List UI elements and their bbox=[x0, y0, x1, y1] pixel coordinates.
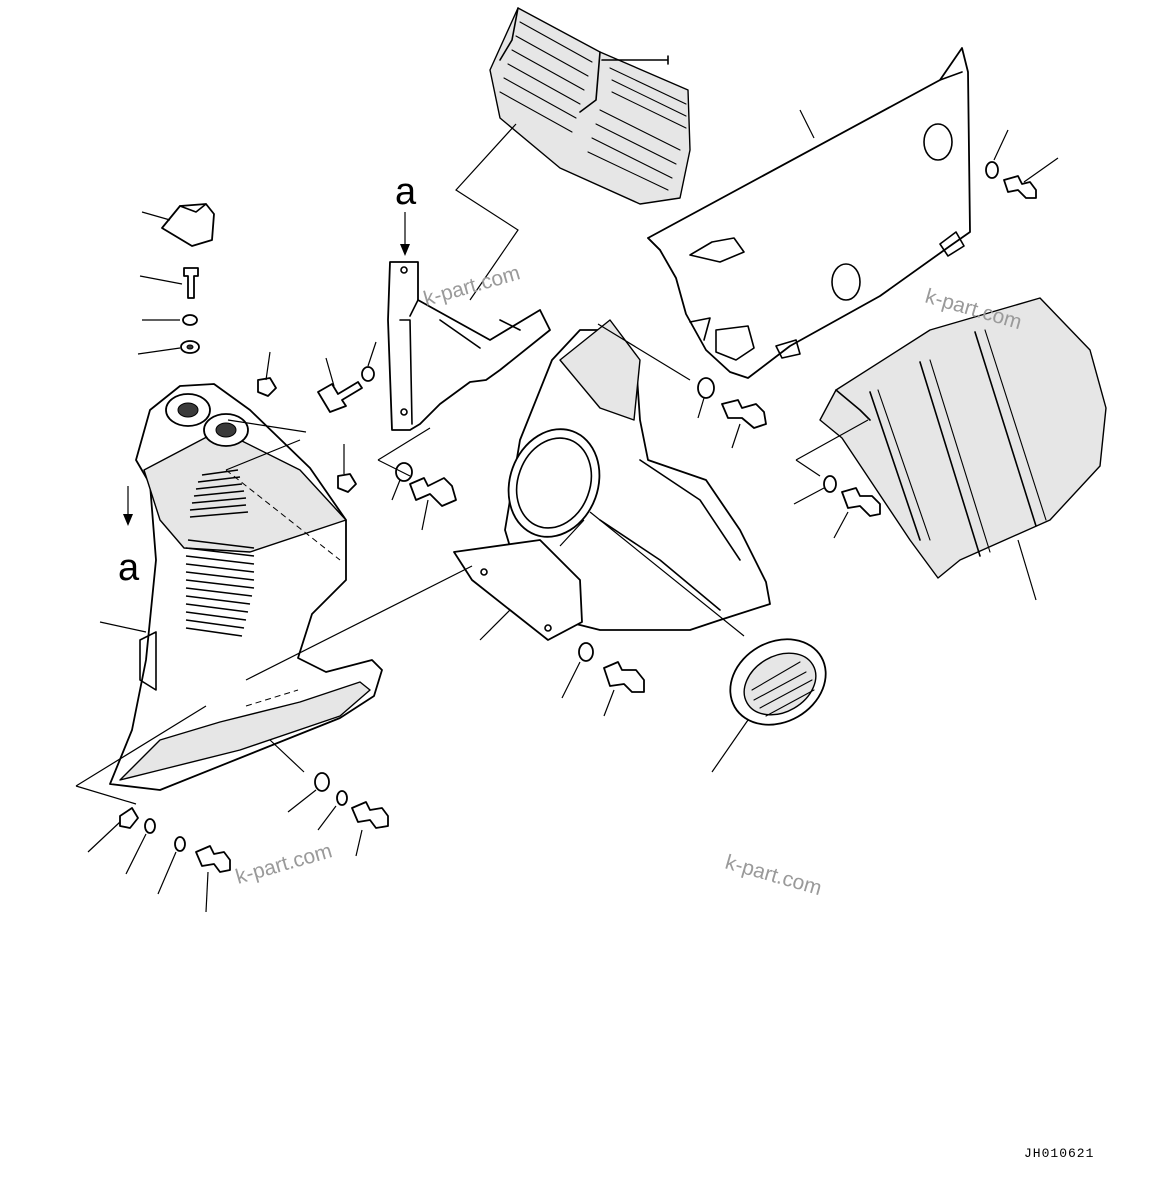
vent-grille bbox=[729, 638, 827, 726]
left-console-cover bbox=[109, 383, 383, 791]
reference-mark-top: a bbox=[395, 171, 417, 213]
duct-assembly bbox=[504, 319, 771, 631]
base-plate bbox=[453, 539, 583, 641]
watermark: k-part.com bbox=[421, 261, 523, 310]
drawing-code: JH010621 bbox=[1024, 1146, 1094, 1161]
leader-lines bbox=[75, 109, 1059, 913]
reference-mark-left: a bbox=[118, 547, 140, 589]
rear-panel bbox=[647, 47, 971, 379]
fasteners bbox=[119, 161, 1037, 873]
side-cover bbox=[819, 297, 1107, 579]
monitor-unit bbox=[489, 7, 691, 205]
watermark: k-part.com bbox=[233, 839, 335, 888]
reference-arrow-top: a bbox=[395, 171, 417, 256]
cap-cover bbox=[161, 203, 215, 247]
reference-arrow-left: a bbox=[118, 486, 140, 589]
watermark: k-part.com bbox=[723, 851, 825, 900]
mounting-bracket bbox=[387, 261, 551, 431]
